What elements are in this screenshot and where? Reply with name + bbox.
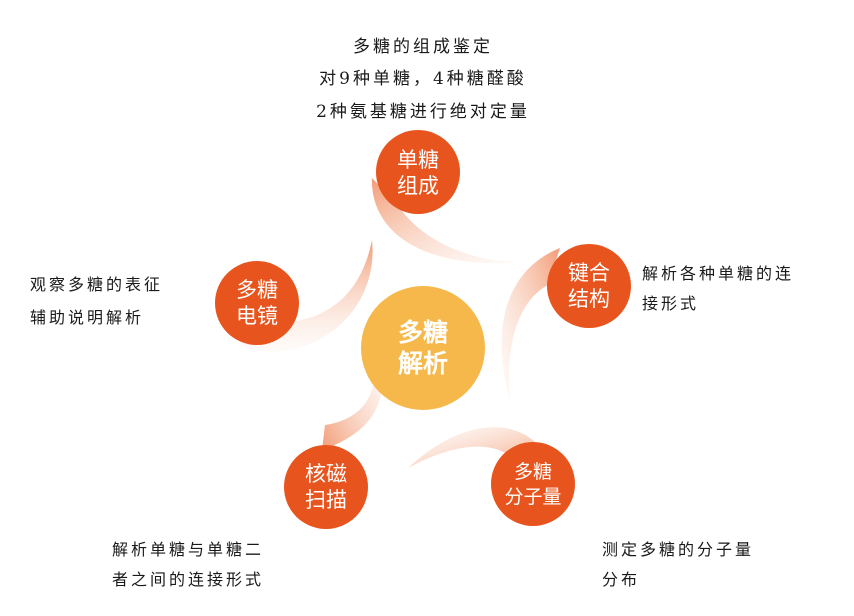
swoosh-arc-bottom-left-to-left [322, 345, 382, 450]
node-label-line1: 单糖 [397, 148, 439, 172]
desc-top-line2: 对9种单糖，4种糖醛酸 [319, 69, 527, 89]
desc-bottom-left-line2: 者之间的连接形式 [112, 570, 264, 589]
swoosh-arc-top-to-right [371, 178, 520, 264]
node-label-line1: 键合 [568, 261, 610, 285]
node-monosaccharide-composition [376, 130, 460, 214]
center-label-line2: 解析 [398, 349, 448, 378]
node-label-line2: 结构 [568, 287, 610, 311]
node-label-line2: 组成 [397, 174, 439, 198]
node-linkage-structure [547, 244, 631, 328]
node-electron-microscope [215, 261, 299, 345]
desc-top-line3: 2种氨基糖进行绝对定量 [316, 102, 530, 122]
desc-bottom-right-line2: 分布 [602, 570, 640, 589]
desc-left-line1: 观察多糖的表征 [30, 275, 163, 294]
node-molecular-weight [491, 442, 575, 526]
node-label-line1: 多糖 [236, 278, 278, 302]
center-label-line1: 多糖 [398, 318, 448, 347]
node-label-line1: 核磁 [305, 462, 347, 486]
desc-top-line1: 多糖的组成鉴定 [353, 37, 493, 57]
desc-right-line2: 接形式 [642, 294, 699, 313]
swoosh-arc-right-to-bottom-right [501, 248, 560, 400]
node-label-line1: 多糖 [514, 461, 552, 483]
node-label-line2: 分子量 [504, 486, 561, 508]
desc-bottom-right-line1: 测定多糖的分子量 [602, 540, 754, 559]
desc-bottom-left-line1: 解析单糖与单糖二 [112, 540, 264, 559]
node-label-line2: 扫描 [305, 488, 347, 512]
node-label-line2: 电镜 [236, 304, 278, 328]
desc-right-line1: 解析各种单糖的连 [642, 264, 794, 283]
center-circle [361, 286, 485, 410]
node-nmr-scan [284, 445, 368, 529]
desc-left-line2: 辅助说明解析 [30, 308, 144, 327]
